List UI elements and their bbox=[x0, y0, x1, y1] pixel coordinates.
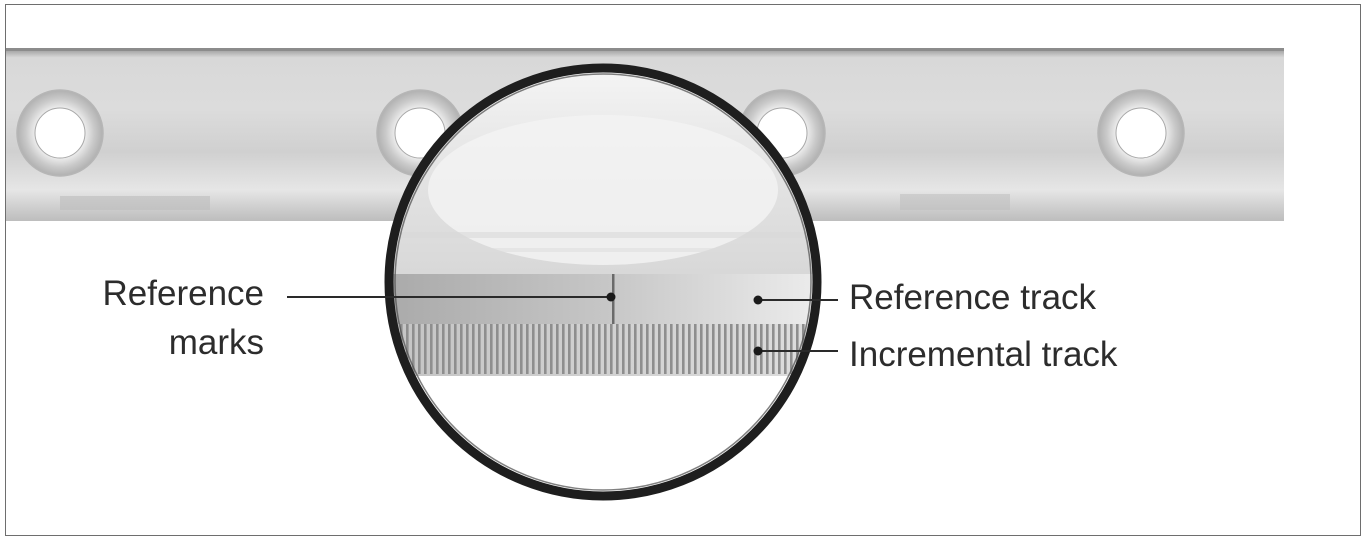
incremental-track bbox=[389, 324, 817, 376]
label-reference-track: Reference track bbox=[849, 278, 1097, 317]
reference-track bbox=[389, 274, 817, 324]
mounting-hole-icon bbox=[1097, 89, 1185, 177]
mounting-hole-icon bbox=[16, 89, 104, 177]
label-reference-marks-line2: marks bbox=[168, 323, 264, 362]
label-incremental-track: Incremental track bbox=[849, 335, 1118, 374]
leader-reference-marks bbox=[287, 292, 616, 302]
magnifier-lens-icon bbox=[384, 63, 822, 501]
leader-reference-track bbox=[753, 295, 838, 305]
label-reference-marks-line1: Reference bbox=[102, 274, 264, 313]
leader-incremental-track bbox=[753, 346, 838, 356]
